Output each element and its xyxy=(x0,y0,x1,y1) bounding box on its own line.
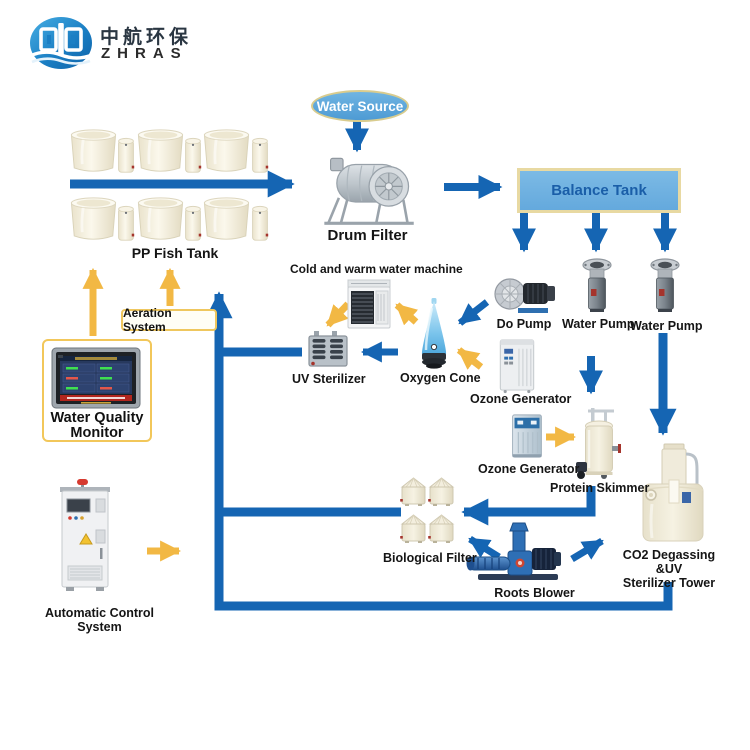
fish-tank xyxy=(70,128,117,174)
water-quality-monitor-label-line1: Water Quality xyxy=(50,410,144,426)
protein-skimmer-image xyxy=(574,406,622,482)
protein-skimmer-label: Protein Skimmer xyxy=(550,481,650,495)
roots-blower-label: Roots Blower xyxy=(494,586,575,600)
water-pump-image xyxy=(650,258,680,314)
water-quality-monitor-label-line2: Monitor xyxy=(70,425,124,442)
filter-cylinder xyxy=(117,205,135,242)
aeration-system-label: Aeration System xyxy=(123,306,172,334)
arrow-blower-to-co2tower xyxy=(570,537,604,563)
balance-tank-label: Balance Tank xyxy=(551,182,647,199)
filter-cylinder xyxy=(251,137,269,174)
bio-filter-tank xyxy=(400,476,427,507)
biological-filter-label: Biological Filter xyxy=(383,551,477,565)
fish-tank xyxy=(203,128,250,174)
arrow-blower-to-biofilter xyxy=(468,536,501,560)
pp-fish-tank-label: PP Fish Tank xyxy=(131,245,219,261)
ozone-generator-image xyxy=(510,412,544,460)
bio-filter-tank xyxy=(428,513,455,544)
co2-tower-image xyxy=(640,440,706,546)
water-quality-monitor-image xyxy=(51,347,141,409)
ozone-generator-label: Ozone Generator xyxy=(478,462,580,476)
co2-tower-label-line1: CO2 Degassing &UV xyxy=(622,548,716,576)
co2-tower-label: CO2 Degassing &UV Sterilizer Tower xyxy=(608,548,730,590)
automatic-control-label: Automatic Control System xyxy=(32,606,167,634)
water-source-label: Water Source xyxy=(316,98,404,114)
water-quality-monitor-label: Water Quality Monitor xyxy=(44,410,150,442)
water-pump-label: Water Pump xyxy=(562,317,635,331)
do-pump-image xyxy=(494,270,558,318)
arrow-ozone1-to-oxygencone xyxy=(456,347,484,370)
automatic-control-label-line1: Automatic Control xyxy=(44,606,155,620)
water-source-node: Water Source xyxy=(311,90,409,122)
cold-warm-machine-image xyxy=(346,278,392,330)
filter-cylinder xyxy=(251,205,269,242)
fish-tank xyxy=(137,128,184,174)
automatic-control-label-line2: System xyxy=(77,620,122,634)
water-pump-image xyxy=(582,258,612,314)
oxygen-cone-image xyxy=(419,298,449,370)
ozone-generator-image xyxy=(497,337,537,394)
aeration-system-node: Aeration System xyxy=(121,306,217,334)
roots-blower-image xyxy=(466,521,566,587)
brand-name-en: ZHRAS xyxy=(101,45,188,62)
cold-warm-machine-label: Cold and warm water machine xyxy=(290,262,463,276)
filter-cylinder xyxy=(117,137,135,174)
oxygen-cone-label: Oxygen Cone xyxy=(400,371,481,385)
arrow-oxygencone-to-machine xyxy=(394,302,419,326)
do-pump-label: Do Pump xyxy=(496,317,552,331)
bio-filter-tank xyxy=(400,513,427,544)
pipe-return-main xyxy=(205,291,673,611)
filter-cylinder xyxy=(184,205,202,242)
water-quality-monitor-node: Water Quality Monitor xyxy=(42,339,152,442)
drum-filter-image xyxy=(316,150,420,229)
fish-tank xyxy=(203,196,250,242)
automatic-control-image xyxy=(56,478,114,594)
brand-name-cn: 中航环保 xyxy=(100,27,193,48)
fish-tank xyxy=(137,196,184,242)
bio-filter-tank xyxy=(428,476,455,507)
arrow-dopump-to-oxygencone xyxy=(457,299,490,326)
drum-filter-label: Drum Filter xyxy=(327,227,408,244)
uv-sterilizer-image xyxy=(306,330,350,370)
ozone-generator-label: Ozone Generator xyxy=(470,392,572,406)
balance-tank-node: Balance Tank xyxy=(517,168,681,213)
pipe-skimmer-to-biofilter xyxy=(461,486,596,526)
co2-tower-label-line2: Sterilizer Tower xyxy=(622,576,716,590)
arrow-machine-to-uv xyxy=(325,301,351,328)
company-logo xyxy=(28,14,94,72)
filter-cylinder xyxy=(184,137,202,174)
water-pump-label: Water Pump xyxy=(630,319,703,333)
uv-sterilizer-label: UV Sterilizer xyxy=(292,372,366,386)
fish-tank xyxy=(70,196,117,242)
